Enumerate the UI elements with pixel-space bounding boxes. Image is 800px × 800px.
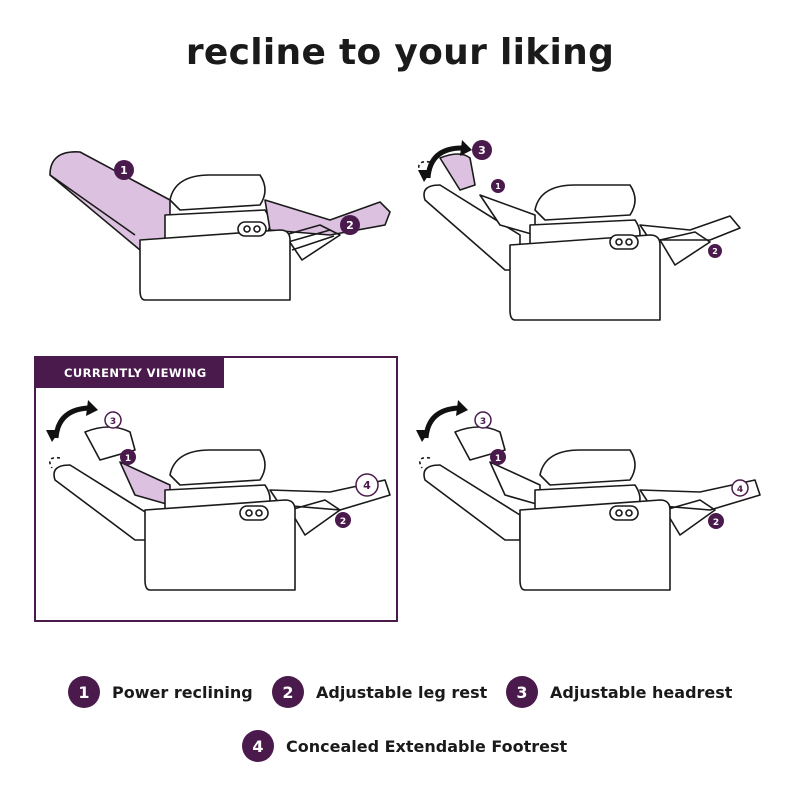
- recliner-panel-footrest-extend: 3 1 4 2: [410, 400, 780, 595]
- recliner-panel-currently-viewing: 3 1 4 2: [40, 400, 410, 595]
- marker-1: 1: [120, 164, 128, 177]
- legend-number: 2: [272, 676, 304, 708]
- legend-label: Power reclining: [112, 682, 253, 702]
- marker-3: 3: [110, 417, 116, 427]
- recliner-panel-power-recline: 1 2: [40, 140, 410, 335]
- marker-3: 3: [478, 144, 486, 157]
- currently-viewing-tab: CURRENTLY VIEWING: [36, 358, 224, 388]
- marker-2: 2: [713, 518, 719, 528]
- currently-viewing-frame: CURRENTLY VIEWING: [34, 356, 398, 622]
- legend-label: Adjustable headrest: [550, 682, 733, 702]
- marker-3: 3: [480, 417, 486, 427]
- legend-item-4: 4 Concealed Extendable Footrest: [242, 730, 567, 762]
- marker-2: 2: [712, 247, 718, 256]
- legend-number: 1: [68, 676, 100, 708]
- marker-4: 4: [363, 479, 371, 492]
- marker-1: 1: [125, 454, 131, 464]
- marker-4: 4: [737, 485, 743, 495]
- recliner-illustration-3: 3 1 4 2: [46, 400, 391, 591]
- legend-label: Concealed Extendable Footrest: [286, 736, 568, 756]
- legend-number: 3: [506, 676, 538, 708]
- legend-number: 4: [242, 730, 274, 762]
- seat-gap-highlight: [119, 461, 171, 506]
- legend-item-2: 2 Adjustable leg rest: [272, 676, 487, 708]
- legend-item-3: 3 Adjustable headrest: [506, 676, 732, 708]
- recliner-illustration-1: 1 2: [49, 151, 391, 301]
- backrest-highlight: [49, 151, 171, 251]
- marker-1: 1: [495, 454, 501, 464]
- recliner-illustration-2: 3 1 2: [417, 140, 741, 321]
- legend-label: Adjustable leg rest: [316, 682, 488, 702]
- marker-1: 1: [495, 182, 501, 191]
- recliner-illustration-4: 3 1 4 2: [416, 400, 761, 591]
- legend-item-1: 1 Power reclining: [68, 676, 253, 708]
- marker-2: 2: [346, 219, 354, 232]
- page-title: recline to your liking: [185, 32, 615, 73]
- marker-2: 2: [340, 517, 346, 527]
- headrest-highlight: [439, 153, 476, 191]
- recliner-panel-headrest-adjust: 3 1 2: [410, 140, 780, 335]
